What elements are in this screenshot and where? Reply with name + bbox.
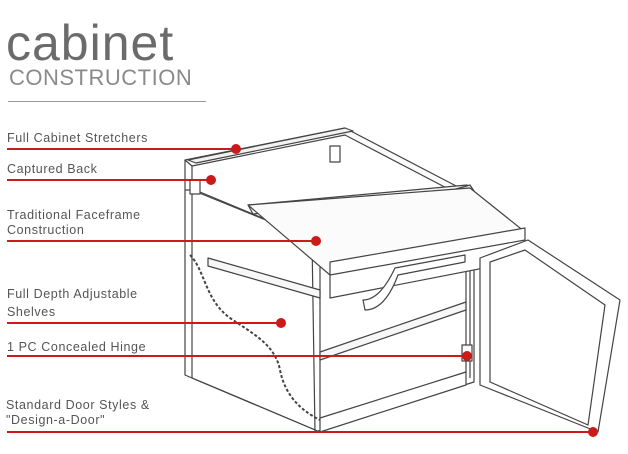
cabinet-outline xyxy=(184,127,621,433)
callout-label-line: Traditional Faceframe xyxy=(7,208,141,222)
callout-label-line: Standard Door Styles & xyxy=(6,398,150,412)
callout-dot-captured-back xyxy=(206,175,216,185)
callout-dot-hinge xyxy=(462,351,472,361)
callout-label-line: Full Cabinet Stretchers xyxy=(7,131,148,145)
diagram-subtitle: CONSTRUCTION xyxy=(9,65,193,90)
callout-label-stretchers: Full Cabinet Stretchers xyxy=(7,131,148,146)
callout-dot-door xyxy=(588,427,598,437)
title-underline xyxy=(8,101,206,102)
callout-label-line: Shelves xyxy=(7,305,56,319)
callout-dot-shelves xyxy=(276,318,286,328)
callout-label-line: Captured Back xyxy=(7,162,98,176)
callout-label-line: Construction xyxy=(7,223,85,237)
callout-label-line: Full Depth Adjustable xyxy=(7,287,138,301)
callout-label-hinge: 1 PC Concealed Hinge xyxy=(7,340,146,355)
callout-dots xyxy=(206,144,598,437)
callout-label-faceframe: Traditional Faceframe Construction xyxy=(7,208,141,238)
diagram-title: cabinet xyxy=(6,15,175,71)
callout-label-shelves: Full Depth Adjustable Shelves xyxy=(7,287,138,320)
callout-dot-faceframe xyxy=(311,236,321,246)
callout-label-line: "Design-a-Door" xyxy=(6,413,106,427)
callout-lines xyxy=(7,148,593,433)
callout-dot-stretchers xyxy=(231,144,241,154)
callout-label-line: 1 PC Concealed Hinge xyxy=(7,340,147,354)
callout-label-door: Standard Door Styles & "Design-a-Door" xyxy=(6,398,150,428)
callout-label-captured-back: Captured Back xyxy=(7,162,97,177)
